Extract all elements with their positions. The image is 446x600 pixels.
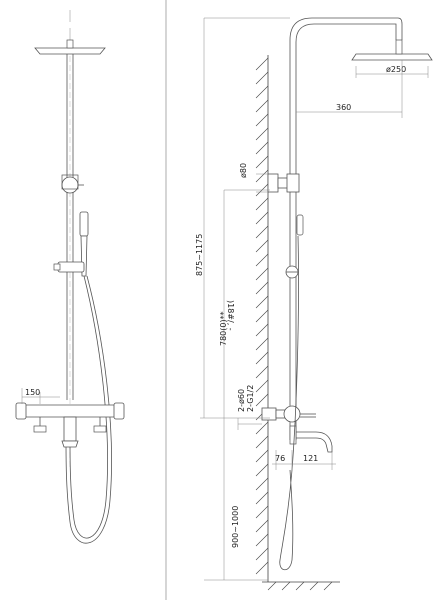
hand-shower-side <box>296 214 304 236</box>
hand-shower-holder-front <box>61 176 79 194</box>
thermostatic-mixer-front <box>21 404 119 418</box>
arm-reach-label: 360 <box>336 103 351 112</box>
mixer-offset-label: 76 <box>275 454 285 463</box>
thermostat-knob-side <box>283 405 301 423</box>
total-height-label: 875~1175 <box>195 234 204 276</box>
holder-diameter-label: ø80 <box>239 163 248 178</box>
hose-front <box>69 275 108 539</box>
wall-bracket-upper <box>267 173 279 193</box>
mixer-width-label: 150 <box>25 388 40 397</box>
adjustable-length-label: 780(0)** <box>219 311 228 346</box>
inlet-spacing-label: 2-ø60 <box>237 389 246 412</box>
tub-spout-side <box>295 431 333 453</box>
rain-head-diameter-label: ø250 <box>386 65 406 74</box>
rain-head-side <box>351 53 433 61</box>
hose-side <box>279 235 299 571</box>
hand-shower-front <box>79 211 89 237</box>
inlet-thread-label: 2-G1/2 <box>246 385 255 412</box>
spout-length-label: 121 <box>303 454 318 463</box>
front-view: 150 <box>15 10 125 544</box>
side-view: ø250 360 ø80 76 121 <box>195 17 433 591</box>
mixer-height-label: 900~1000 <box>231 506 240 548</box>
rain-head-front <box>34 47 106 55</box>
wall-hatching <box>255 57 269 575</box>
rotated-note-label: )18#/, - <box>226 300 235 331</box>
riser-pipe-side <box>289 17 403 440</box>
